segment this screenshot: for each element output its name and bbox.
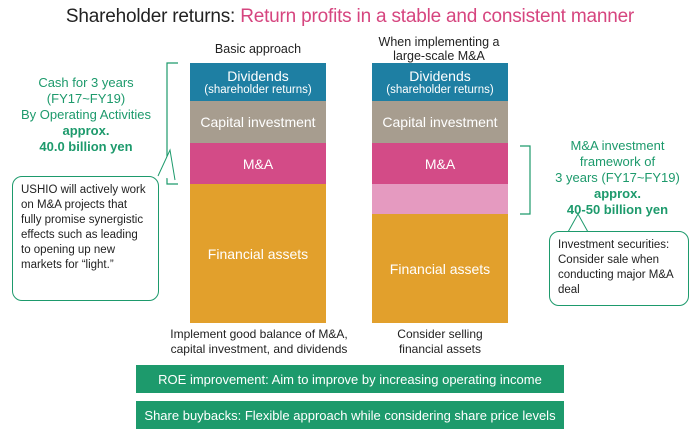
left-note-line2: (FY17~FY19) — [46, 91, 126, 106]
right-dividends-sublabel: (shareholder returns) — [386, 83, 494, 96]
left-capital-block: Capital investment — [190, 101, 326, 143]
right-bubble-tail — [567, 212, 589, 233]
left-note-line1: Cash for 3 years — [38, 75, 134, 90]
left-dividends-sublabel: (shareholder returns) — [204, 83, 312, 96]
right-note-line3: 3 years (FY17~FY19) — [555, 170, 680, 185]
right-financial-block: Financial assets — [372, 214, 508, 323]
left-column-heading: Basic approach — [214, 42, 302, 56]
title-accent: Return profits in a stable and consisten… — [240, 6, 635, 27]
right-dividends-block: Dividends (shareholder returns) — [372, 63, 508, 101]
right-ma-framework-note: M&A investment framework of 3 years (FY1… — [535, 138, 700, 218]
right-ma-extension-block — [372, 184, 508, 214]
right-capital-block: Capital investment — [372, 101, 508, 143]
left-ma-label: M&A — [242, 155, 274, 172]
right-stack: Dividends (shareholder returns) Capital … — [372, 63, 508, 323]
right-note-line1: M&A investment — [570, 138, 665, 153]
title-main: Shareholder returns: — [65, 6, 236, 27]
right-caption: Consider selling financial assets — [397, 327, 483, 356]
roe-improvement-bar: ROE improvement: Aim to improve by incre… — [136, 365, 564, 393]
left-stack: Dividends (shareholder returns) Capital … — [190, 63, 326, 323]
left-ma-block: M&A — [190, 143, 326, 184]
right-capital-label: Capital investment — [382, 114, 498, 130]
left-speech-bubble: USHIO will actively work on M&A projects… — [12, 176, 159, 301]
right-column-heading: When implementing a large-scale M&A — [378, 35, 500, 63]
share-buyback-bar: Share buybacks: Flexible approach while … — [136, 401, 564, 429]
left-caption: Implement good balance of M&A, capital i… — [170, 327, 348, 356]
left-note-line5: 40.0 billion yen — [39, 139, 133, 154]
left-cash-note: Cash for 3 years (FY17~FY19) By Operatin… — [2, 75, 170, 155]
left-bubble-tail — [157, 148, 176, 181]
right-note-line2: framework of — [579, 154, 656, 169]
left-note-line4: approx. — [62, 123, 110, 138]
left-dividends-block: Dividends (shareholder returns) — [190, 63, 326, 101]
left-note-line3: By Operating Activities — [20, 107, 152, 122]
right-ma-block: M&A — [372, 143, 508, 184]
page-title: Shareholder returns: Return profits in a… — [0, 6, 700, 28]
left-bracket — [166, 62, 178, 185]
right-note-line4: approx. — [594, 186, 641, 201]
right-note-line5: 40-50 billion yen — [566, 202, 669, 217]
right-speech-bubble: Investment securities: Consider sale whe… — [549, 231, 689, 306]
right-ma-label: M&A — [424, 155, 456, 172]
right-bracket — [520, 145, 531, 215]
left-financial-label: Financial assets — [207, 245, 309, 262]
right-dividends-label: Dividends — [409, 67, 471, 84]
left-capital-label: Capital investment — [200, 114, 316, 130]
left-dividends-label: Dividends — [227, 67, 289, 84]
right-financial-label: Financial assets — [389, 260, 491, 277]
left-financial-block: Financial assets — [190, 184, 326, 323]
